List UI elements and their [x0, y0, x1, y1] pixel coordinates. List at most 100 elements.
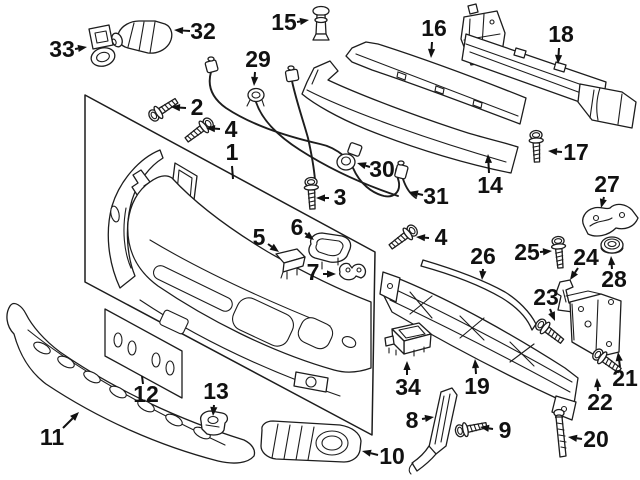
callout-number[interactable]: 34 [395, 374, 421, 400]
callout-number[interactable]: 4 [225, 116, 238, 142]
callout-number[interactable]: 14 [477, 172, 503, 198]
callout-number[interactable]: 30 [369, 156, 395, 182]
callout-number[interactable]: 33 [49, 36, 75, 62]
callout-number[interactable]: 32 [190, 18, 216, 44]
callout-leader [602, 196, 605, 200]
callout-number[interactable]: 15 [271, 9, 297, 35]
callout-number[interactable]: 20 [583, 426, 609, 452]
grommet-28 [600, 236, 624, 254]
callout-number[interactable]: 29 [245, 46, 271, 72]
callout-number[interactable]: 23 [533, 284, 559, 310]
callout-number[interactable]: 26 [470, 243, 496, 269]
callout-number[interactable]: 16 [421, 15, 447, 41]
callout-leader [488, 427, 494, 430]
callout-arrowhead [479, 270, 487, 280]
callout-4-4[interactable]: 4 [416, 224, 448, 250]
callout-1[interactable]: 1 [226, 139, 239, 180]
callout-number[interactable]: 1 [226, 139, 239, 165]
callout-19-19[interactable]: 19 [464, 359, 490, 399]
callout-arrowhead [357, 162, 367, 170]
callout-5-5[interactable]: 5 [253, 224, 279, 252]
callout-33-33[interactable]: 33 [49, 36, 87, 62]
callout-22-22[interactable]: 22 [587, 378, 613, 415]
callout-number[interactable]: 17 [563, 139, 589, 165]
callout-10-10[interactable]: 10 [362, 443, 405, 469]
callout-16-16[interactable]: 16 [421, 15, 447, 58]
callout-arrowhead [542, 248, 552, 256]
callout-34-34[interactable]: 34 [395, 361, 421, 400]
seal-strip [420, 259, 537, 331]
callout-21-21[interactable]: 21 [612, 352, 638, 391]
callout-30-30[interactable]: 30 [357, 156, 395, 182]
callout-number[interactable]: 3 [334, 184, 347, 210]
callout-6-6[interactable]: 6 [291, 214, 314, 240]
callout-12-12[interactable]: 12 [133, 375, 159, 407]
callout-number[interactable]: 24 [573, 244, 599, 270]
callout-number[interactable]: 28 [601, 266, 627, 292]
sensor-retainer [88, 24, 116, 67]
callout-number[interactable]: 31 [423, 183, 449, 209]
bolt-3 [303, 176, 321, 210]
callout-number[interactable]: 11 [40, 424, 65, 450]
callout-15-15[interactable]: 15 [271, 9, 309, 35]
callout-number[interactable]: 22 [587, 389, 613, 415]
callout-13-13[interactable]: 13 [203, 378, 229, 416]
callout-3-2[interactable]: 3 [316, 184, 346, 210]
callout-arrowhead [174, 26, 184, 35]
callout-leader [231, 165, 234, 180]
callout-number[interactable]: 21 [612, 365, 638, 391]
callout-17-17[interactable]: 17 [548, 139, 589, 165]
callout-31-31[interactable]: 31 [409, 183, 449, 209]
callout-arrowhead [251, 76, 259, 86]
callout-number[interactable]: 13 [203, 378, 229, 404]
callout-number[interactable]: 27 [594, 171, 620, 197]
callout-11-11[interactable]: 11 [40, 412, 79, 450]
callout-arrowhead [427, 48, 436, 58]
sensor-29 [247, 87, 265, 103]
callout-leader [62, 417, 74, 429]
license-plate-filler [104, 308, 183, 399]
callout-arrowhead [548, 311, 555, 321]
callout-number[interactable]: 8 [406, 407, 419, 433]
callout-arrowhead [316, 194, 325, 202]
callout-arrowhead [210, 406, 218, 416]
callout-number[interactable]: 6 [291, 214, 304, 240]
callout-number[interactable]: 7 [307, 259, 320, 285]
callout-number[interactable]: 2 [191, 94, 204, 120]
callout-number[interactable]: 5 [253, 224, 266, 250]
callout-9-9[interactable]: 9 [480, 417, 511, 443]
callout-number[interactable]: 25 [514, 239, 540, 265]
callout-20-20[interactable]: 20 [568, 426, 609, 452]
callout-arrowhead [327, 270, 336, 278]
callout-29-29[interactable]: 29 [245, 46, 271, 86]
callout-number[interactable]: 12 [133, 381, 159, 407]
callout-4-3[interactable]: 4 [206, 116, 238, 142]
callout-32-32[interactable]: 32 [174, 18, 216, 44]
callout-number[interactable]: 4 [435, 224, 448, 250]
callout-number[interactable]: 9 [499, 417, 512, 443]
callout-14-14[interactable]: 14 [477, 154, 503, 198]
fog-lamp-grille [260, 420, 362, 463]
callout-arrowhead [409, 190, 419, 198]
control-module [384, 322, 432, 357]
callout-number[interactable]: 19 [464, 373, 490, 399]
callout-23-23[interactable]: 23 [533, 284, 559, 321]
callout-28-28[interactable]: 28 [601, 256, 627, 292]
callout-leader [618, 360, 621, 368]
callout-7-7[interactable]: 7 [307, 259, 336, 285]
bracket-27 [582, 203, 639, 237]
callout-25-25[interactable]: 25 [514, 239, 552, 265]
callout-26-26[interactable]: 26 [470, 243, 496, 280]
callout-number[interactable]: 18 [548, 21, 574, 47]
callout-arrowhead [484, 154, 493, 164]
bracket-21 [565, 290, 622, 358]
callout-8-8[interactable]: 8 [406, 407, 434, 433]
callout-leader [267, 243, 273, 248]
callout-number[interactable]: 10 [379, 443, 405, 469]
callout-24-24[interactable]: 24 [570, 244, 599, 280]
callout-27-27[interactable]: 27 [594, 171, 620, 208]
callout-18-18[interactable]: 18 [548, 21, 574, 64]
callout-2-1[interactable]: 2 [171, 94, 203, 120]
